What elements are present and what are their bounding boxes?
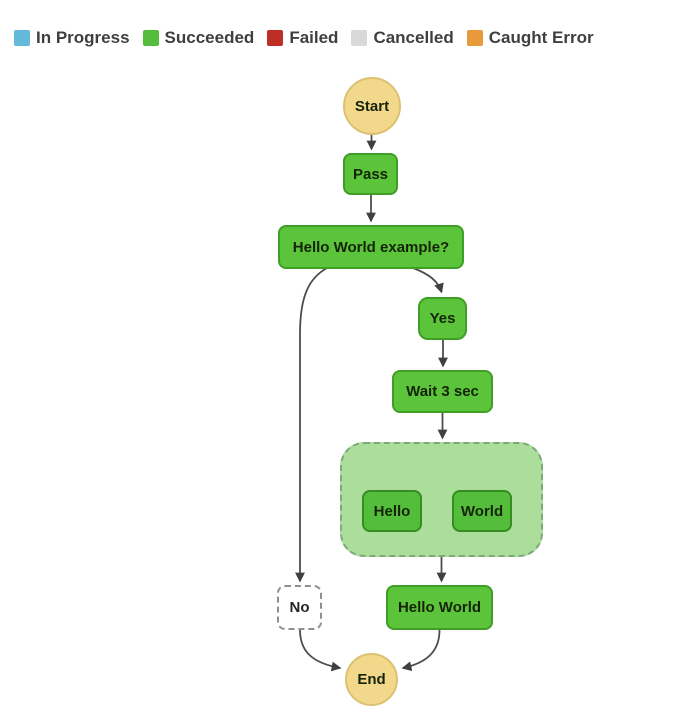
legend-item-caught-error: Caught Error (466, 28, 594, 48)
legend-item-succeeded: Succeeded (142, 28, 255, 48)
node-world[interactable]: World (452, 490, 512, 532)
legend-item-in-progress: In Progress (14, 28, 130, 48)
legend-item-failed: Failed (267, 28, 338, 48)
node-choice-hello-world-example[interactable]: Hello World example? (278, 225, 464, 269)
in-progress-swatch-icon (14, 30, 30, 46)
edge-helloworld-end (401, 629, 441, 672)
caught-error-swatch-icon (466, 30, 483, 46)
node-no[interactable]: No (277, 585, 322, 630)
node-yes[interactable]: Yes (418, 297, 467, 340)
node-end[interactable]: End (345, 653, 398, 706)
failed-swatch-icon (267, 30, 284, 46)
cancelled-swatch-icon (351, 30, 368, 46)
edge-no-end (299, 629, 342, 672)
legend-label: Cancelled (373, 28, 454, 47)
legend-label: Failed (289, 28, 339, 47)
legend-label: In Progress (36, 28, 130, 47)
node-pass[interactable]: Pass (343, 153, 398, 195)
node-start[interactable]: Start (343, 77, 401, 135)
node-hello[interactable]: Hello (362, 490, 422, 532)
node-hello-world[interactable]: Hello World (386, 585, 493, 630)
edge-choice-no (295, 267, 328, 583)
status-legend: In Progress Succeeded Failed Cancelled C… (14, 28, 594, 48)
legend-label: Succeeded (164, 28, 255, 47)
legend-label: Caught Error (488, 28, 594, 47)
succeeded-swatch-icon (142, 30, 159, 46)
legend-item-cancelled: Cancelled (351, 28, 454, 48)
edge-choice-yes (412, 267, 444, 294)
node-wait-3-sec[interactable]: Wait 3 sec (392, 370, 493, 413)
